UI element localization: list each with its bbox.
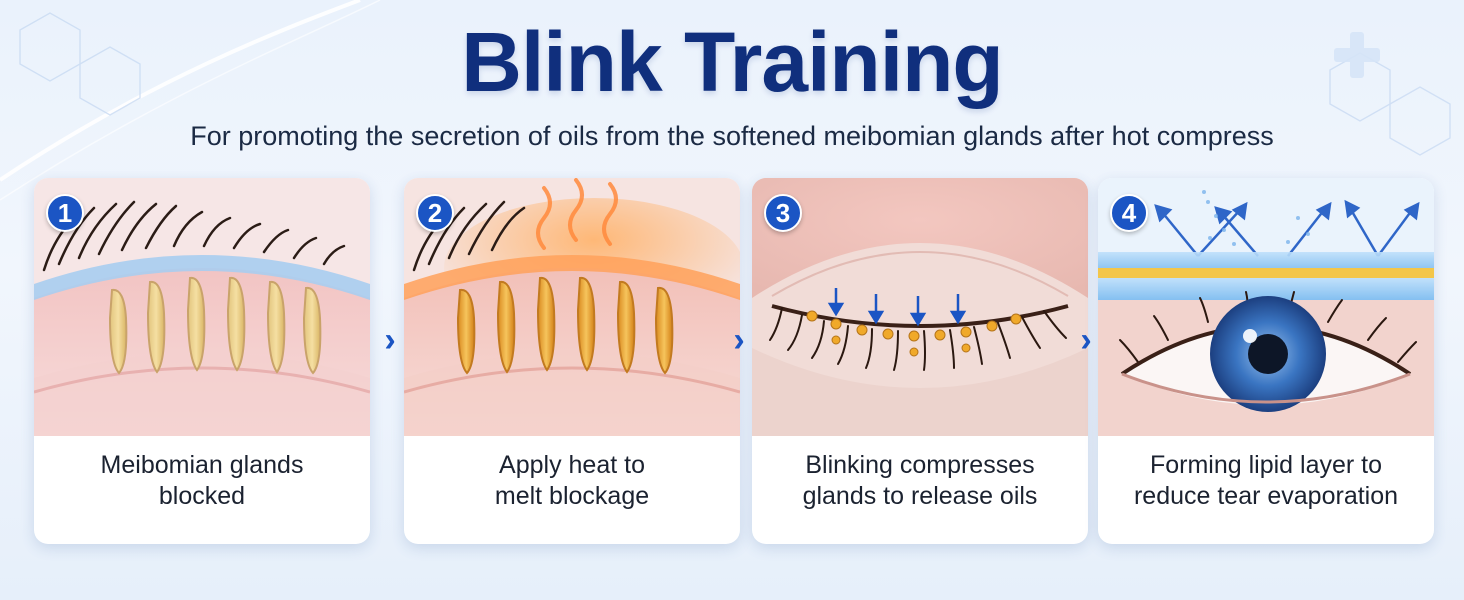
- closed-eye-blink-illustration: [752, 178, 1088, 436]
- step-badge-4: 4: [1110, 194, 1148, 232]
- chevron-right-icon: ›: [733, 320, 745, 359]
- step-card-3: 3 Blinking compresses glands to release …: [752, 178, 1088, 544]
- page-subtitle: For promoting the secretion of oils from…: [190, 121, 1274, 151]
- step-card-4: 4 Forming lipid layer to reduce tear eva…: [1098, 178, 1434, 544]
- step-badge-2: 2: [416, 194, 454, 232]
- step-caption-2: Apply heat to melt blockage: [494, 451, 650, 510]
- page-title: Blink Training: [461, 15, 1003, 109]
- step-card-2: 2 Apply heat to melt blockage: [404, 178, 740, 544]
- eyelid-heat-illustration: [404, 178, 740, 436]
- chevron-right-icon: ›: [1080, 320, 1092, 359]
- step-card-1: 1 Meibomian glands blocked: [34, 178, 370, 544]
- eyelid-glands-blocked-illustration: [34, 178, 370, 436]
- step-caption-3: Blinking compresses glands to release oi…: [802, 451, 1038, 510]
- step-badge-3: 3: [764, 194, 802, 232]
- step-badge-1: 1: [46, 194, 84, 232]
- open-eye-lipid-layer-illustration: [1098, 178, 1434, 436]
- step-caption-1: Meibomian glands blocked: [100, 451, 304, 510]
- step-caption-4: Forming lipid layer to reduce tear evapo…: [1133, 451, 1399, 510]
- chevron-right-icon: ›: [384, 320, 396, 359]
